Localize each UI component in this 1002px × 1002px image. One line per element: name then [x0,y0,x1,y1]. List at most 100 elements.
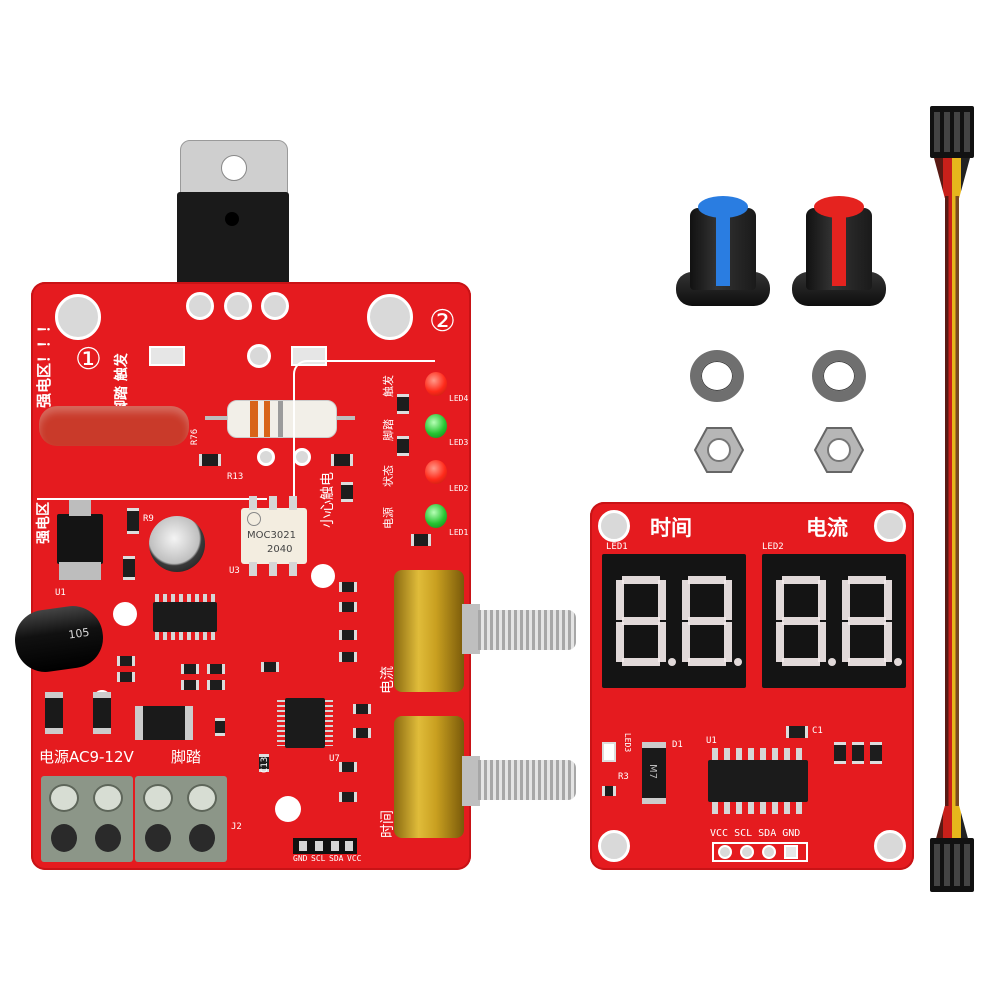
smd-resistor [397,394,409,414]
seven-segment-display-current [762,554,906,688]
potentiometer-time [394,716,464,838]
soic-chip [153,602,217,632]
smd-diode: M7 [642,742,666,804]
hex-nut-right [814,427,864,473]
display-board: 时间 电流 LED1 LED2 [590,502,914,870]
status-label-power: 电源 [382,507,395,529]
smd-diode [45,692,63,734]
washer-right [812,350,866,402]
led1-label: LED1 [449,528,469,537]
cable-wire-bundle [945,196,959,836]
smd-resistor [199,454,221,466]
connector-top [930,106,974,158]
optocoupler-code: 2040 [267,544,293,555]
display-time-label: 时间 [650,516,692,540]
smd-resistor [123,556,135,580]
heatsink-hole [221,155,247,181]
solder-pad [261,292,289,320]
mounting-hole-small [311,564,335,588]
chip-pins [325,700,333,746]
display-current-label: 电流 [806,516,848,540]
potentiometer-time-shaft [478,760,576,800]
touch-label: 小心触电 [320,472,336,528]
led3-label: LED3 [623,732,633,753]
chip-pins [155,632,215,640]
led1-label: LED1 [606,542,628,552]
potentiometer-time-shaft-base [462,756,480,806]
smd-resistor [397,436,409,456]
trigger-label: 脚踏 触发 [114,353,130,414]
digit [616,576,666,666]
knob-blue-indicator [716,206,730,286]
silk-j2: J2 [231,822,242,832]
led-green-power [425,504,447,528]
potentiometer-current [394,570,464,692]
r3-label: R3 [618,772,629,782]
display-pin-labels: VCC SCL SDA GND [710,828,801,839]
u1-label: U1 [706,736,717,746]
washer-left [690,350,744,402]
silk-r76: R76 [190,428,201,446]
status-label-column: 触发 脚踏 状态 电源 [377,375,395,529]
digit [682,576,732,666]
header-pin-labels: GND SCL SDA VCC [293,854,383,866]
connector-bottom [930,838,974,892]
status-label-trigger: 触发 [382,375,395,397]
optocoupler-text: MOC3021 [247,530,296,541]
mounting-hole [874,510,906,542]
d1-label: D1 [672,740,683,750]
electrolytic-capacitor [149,516,205,572]
status-panel-outline [293,360,435,542]
smd-diode [93,692,111,734]
hex-nut-left [694,427,744,473]
power-resistor [227,400,337,438]
digit [842,576,892,666]
smd-capacitor [786,726,808,738]
digit [776,576,826,666]
smd-led [602,742,616,762]
danger-label-top: 强电区！！！ [35,317,53,408]
power-label: 电源AC9-12V [39,748,134,766]
corner-label-1: ① [75,342,102,377]
i2c-header [293,838,357,854]
smd-resistor [341,482,353,502]
smd-resistor [127,508,139,534]
c1-label: C1 [812,726,823,736]
screw-terminal-power [41,776,133,862]
seven-segment-display-time [602,554,746,688]
knob-blue[interactable] [676,196,770,308]
mounting-hole [55,294,101,340]
pedal-label: 脚踏 [171,748,202,766]
chip-pins [155,594,215,602]
led4-label: LED4 [449,394,469,403]
smd-resistor [411,534,431,546]
varistor [39,406,189,446]
danger-label-side: 强电区 [36,502,52,544]
mounting-hole [874,830,906,862]
led3-label: LED3 [449,438,469,447]
display-header-pads [712,842,808,862]
knob-red[interactable] [792,196,886,308]
regulator-tab [59,562,101,580]
mounting-hole-small [275,796,301,822]
smd-resistor [331,454,353,466]
solder-pad [224,292,252,320]
optocoupler-chip: MOC3021 2040 [241,508,307,564]
diode-text: M7 [647,764,658,779]
silk-u1: U1 [55,588,66,598]
chip-pins [712,748,804,760]
chip-pins [712,802,804,814]
cap-value: 105 [67,625,91,642]
knob-red-indicator [832,206,846,286]
danger-zone-outline [37,498,267,501]
header-label-gnd: GND [293,854,308,863]
mounting-hole [598,510,630,542]
silk-c13: C13 [260,756,271,774]
voltage-regulator [57,514,103,564]
led2-label: LED2 [449,484,469,493]
wire-pad [149,346,185,366]
status-label-pedal: 脚踏 [382,419,395,441]
mounting-hole-small [113,602,137,626]
header-label-scl: SCL [311,854,326,863]
led-red-state [425,460,447,484]
